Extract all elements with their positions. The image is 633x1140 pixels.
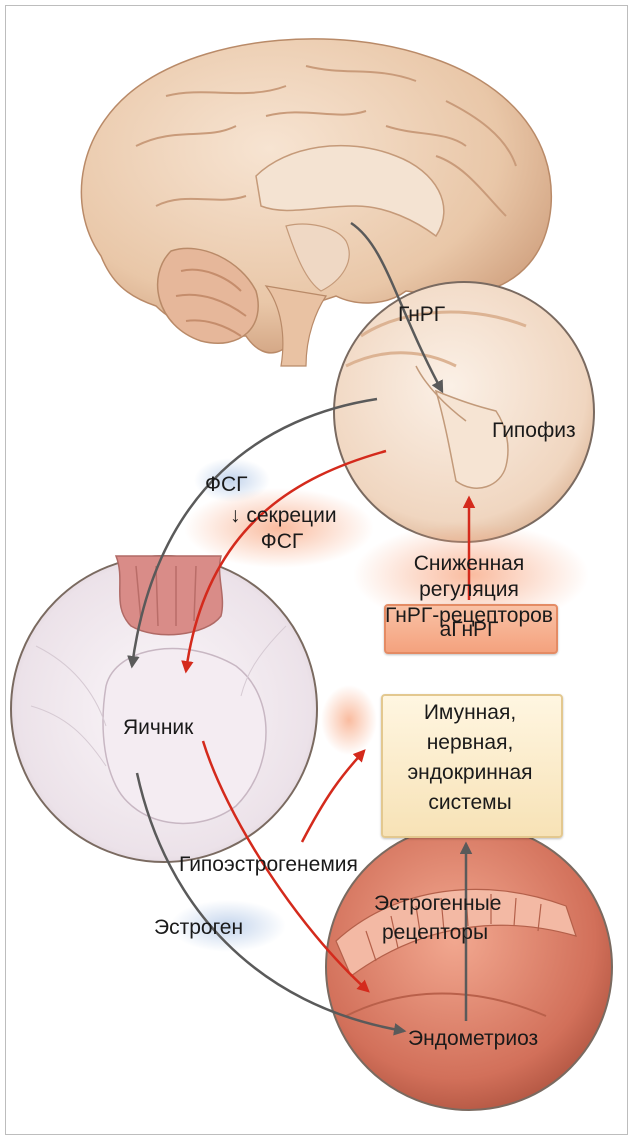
agnrg-label: аГнРГ: [440, 617, 499, 642]
endometriosis-label: Эндометриоз: [408, 1026, 538, 1051]
ovary-circle: [11, 556, 317, 862]
diagram-canvas: [6, 6, 627, 1134]
fsg-decrease-label-line2: ФСГ: [261, 529, 304, 554]
estrogen-receptors-label-line2: рецепторы: [382, 920, 488, 945]
systems-label-line4: системы: [428, 790, 511, 815]
pituitary-circle: [334, 282, 594, 542]
estrogen-label: Эстроген: [154, 915, 243, 940]
downreg-label-line1: Сниженная: [414, 551, 524, 576]
fsg-label: ФСГ: [205, 472, 248, 497]
systems-glow: [321, 685, 377, 755]
systems-label-line2: нервная,: [427, 730, 514, 755]
endometrium-circle: [326, 824, 612, 1110]
systems-label-line1: Имунная,: [424, 700, 516, 725]
ovary-label: Яичник: [123, 715, 193, 740]
hypophysis-label: Гипофиз: [492, 418, 576, 443]
fsg-decrease-label-line1: ↓ секреции: [230, 503, 337, 528]
downreg-label-line2: регуляция: [419, 577, 519, 602]
gnrg-label: ГнРГ: [398, 302, 445, 327]
hypoestrogenemia-systems-arrow: [302, 751, 364, 842]
systems-label-line3: эндокринная: [407, 760, 532, 785]
estrogen-receptors-label-line1: Эстрогенные: [374, 891, 501, 916]
hypoestrogenemia-label: Гипоэстрогенемия: [179, 852, 358, 877]
diagram-frame: ГнРГ Гипофиз ФСГ ↓ секреции ФСГ Сниженна…: [5, 5, 628, 1135]
